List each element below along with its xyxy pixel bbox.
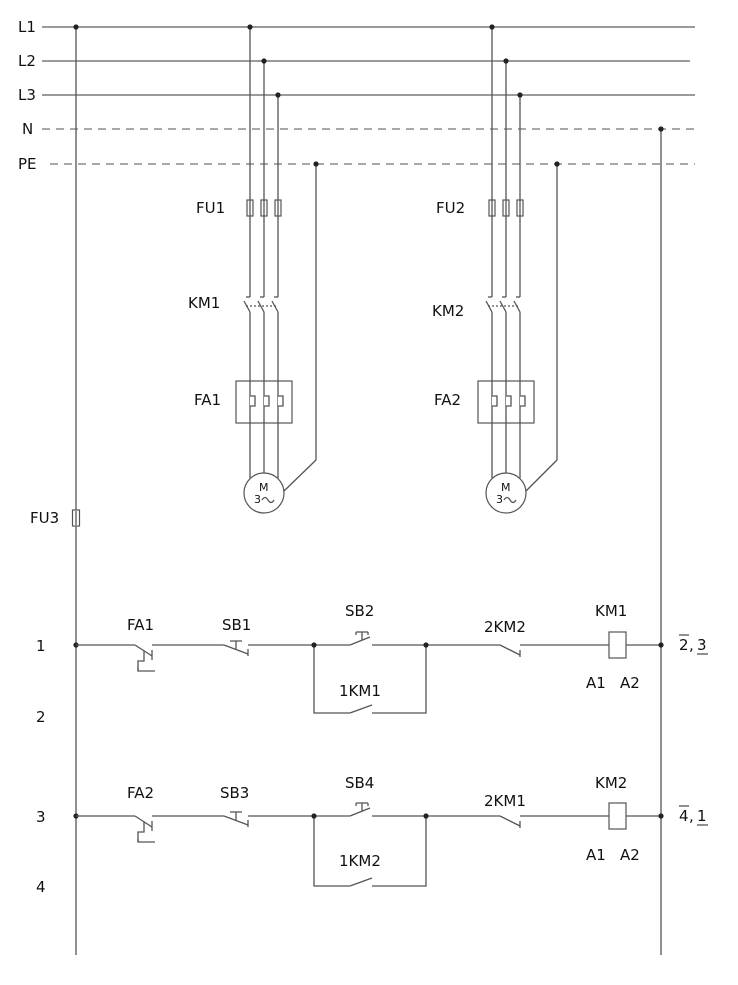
km2-a1-label: A1 bbox=[586, 846, 606, 864]
control-row-1: 1 2 FA1 SB1 SB2 bbox=[36, 602, 708, 726]
km2-a2-label: A2 bbox=[620, 846, 640, 864]
sb4-start-button[interactable] bbox=[349, 802, 371, 817]
interlock-2km1-label: 2KM1 bbox=[484, 792, 526, 810]
motor-circuit-2: FU2 KM2 FA2 M 3 bbox=[432, 24, 560, 514]
hold-1km1-label: 1KM1 bbox=[339, 682, 381, 700]
sb1-stop-button[interactable] bbox=[223, 640, 249, 656]
power-buses: L1 L2 L3 N PE bbox=[18, 18, 695, 173]
sb3-stop-button[interactable] bbox=[223, 811, 249, 827]
km1-coil bbox=[608, 631, 627, 659]
motor-1: M 3 bbox=[243, 472, 285, 514]
km2-coil-label: KM2 bbox=[595, 774, 627, 792]
km2-cross-reference: 4 , 1 bbox=[679, 805, 708, 826]
km2-power-label: KM2 bbox=[432, 302, 464, 320]
fa1-power-label: FA1 bbox=[194, 391, 221, 409]
row-number-3: 3 bbox=[36, 808, 46, 826]
km1-ref-a: 2 bbox=[679, 636, 689, 654]
sb4-label: SB4 bbox=[345, 774, 374, 792]
bus-label-l2: L2 bbox=[18, 52, 36, 70]
km1-main-contacts bbox=[243, 290, 284, 313]
bus-label-n: N bbox=[22, 120, 33, 138]
row-number-4: 4 bbox=[36, 878, 46, 896]
km2-coil bbox=[608, 802, 627, 830]
row-number-2: 2 bbox=[36, 708, 46, 726]
fa1-nc-contact bbox=[134, 644, 155, 672]
svg-text:,: , bbox=[689, 636, 694, 654]
fa2-nc-contact bbox=[134, 815, 155, 843]
motor-2: M 3 bbox=[485, 472, 527, 514]
fu2-fuses bbox=[488, 199, 524, 217]
sb3-label: SB3 bbox=[220, 784, 249, 802]
bus-label-l3: L3 bbox=[18, 86, 36, 104]
km2-ref-a: 4 bbox=[679, 807, 689, 825]
fu1-fuses bbox=[246, 199, 282, 217]
bus-label-pe: PE bbox=[18, 155, 37, 173]
fu3-label: FU3 bbox=[30, 509, 59, 527]
km1-power-label: KM1 bbox=[188, 294, 220, 312]
hold-1km2-label: 1KM2 bbox=[339, 852, 381, 870]
fu1-label: FU1 bbox=[196, 199, 225, 217]
km1-coil-label: KM1 bbox=[595, 602, 627, 620]
fa2-control-label: FA2 bbox=[127, 784, 154, 802]
km1-ref-b: 3 bbox=[697, 636, 707, 654]
bus-label-l1: L1 bbox=[18, 18, 36, 36]
km2-ref-b: 1 bbox=[697, 807, 707, 825]
control-row-3: 3 4 FA2 SB3 SB4 1KM2 bbox=[36, 774, 708, 896]
motor-1-3-label: 3 bbox=[254, 493, 261, 506]
motor-2-3-label: 3 bbox=[496, 493, 503, 506]
km2-main-contacts bbox=[485, 290, 526, 313]
fa1-control-label: FA1 bbox=[127, 616, 154, 634]
sb2-label: SB2 bbox=[345, 602, 374, 620]
fa2-thermal-relay bbox=[477, 380, 535, 424]
interlock-2km2-contact bbox=[499, 644, 521, 657]
sb1-label: SB1 bbox=[222, 616, 251, 634]
fu2-label: FU2 bbox=[436, 199, 465, 217]
interlock-2km1-contact bbox=[499, 815, 521, 828]
fa2-power-label: FA2 bbox=[434, 391, 461, 409]
km1-a1-label: A1 bbox=[586, 674, 606, 692]
km1-cross-reference: 2 , 3 bbox=[679, 634, 708, 655]
motor-circuit-1: FU1 KM1 FA1 M bbox=[188, 24, 319, 514]
motor-2-m-label: M bbox=[501, 481, 511, 494]
row-number-1: 1 bbox=[36, 637, 46, 655]
interlock-2km2-label: 2KM2 bbox=[484, 618, 526, 636]
sb2-start-button[interactable] bbox=[349, 631, 371, 646]
motor-1-m-label: M bbox=[259, 481, 269, 494]
svg-text:,: , bbox=[689, 807, 694, 825]
fa1-thermal-relay bbox=[235, 380, 293, 424]
km1-a2-label: A2 bbox=[620, 674, 640, 692]
